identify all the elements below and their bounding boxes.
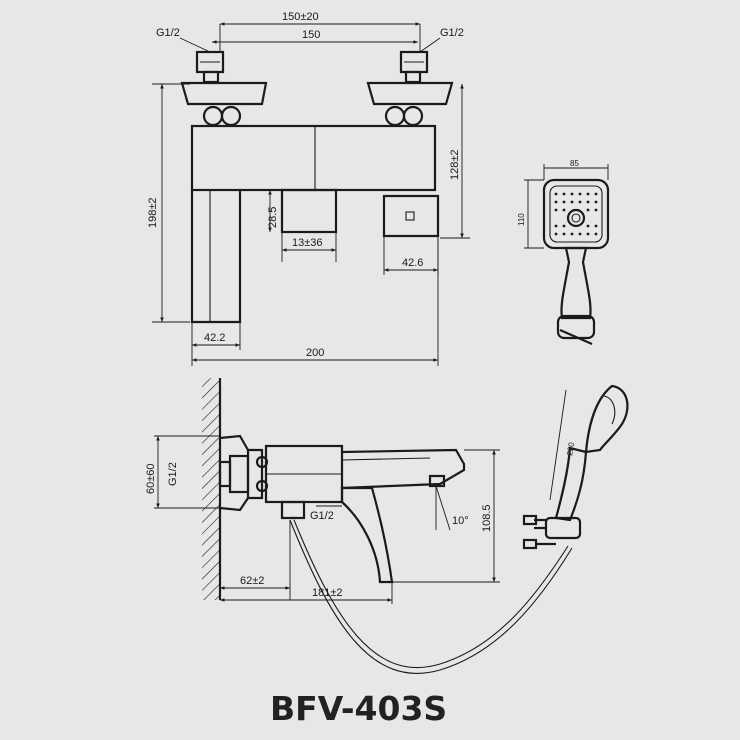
dim-eccentric-label: 60±60 bbox=[145, 463, 157, 494]
dim-center-label: 150 bbox=[302, 29, 320, 41]
dim-spout-height-label: 28.5 bbox=[267, 207, 279, 228]
hand-shower-height-label: 110 bbox=[517, 213, 526, 226]
dim-base-width-label: 42.2 bbox=[204, 332, 225, 344]
thread-outlet-label: G1/2 bbox=[310, 510, 334, 522]
dim-spout-width-label: 13±36 bbox=[292, 237, 323, 249]
angle-label: 10° bbox=[452, 515, 469, 527]
hand-shower-length-label: 220 bbox=[565, 441, 576, 456]
dim-total-width-label: 200 bbox=[306, 347, 324, 359]
dim-overall-center-label: 150±20 bbox=[282, 11, 319, 23]
mixer-body bbox=[190, 124, 440, 324]
side-view: 60±60 G1/2 G1/2 108.5 10° 62±2 181±2 bbox=[145, 378, 573, 674]
dim-height-label: 108.5 bbox=[481, 504, 493, 532]
dim-total-height-label: 198±2 bbox=[147, 197, 159, 228]
thread-right-label: G1/2 bbox=[440, 27, 464, 39]
dim-handle-width-label: 42.6 bbox=[402, 257, 423, 269]
front-view: 150±20 150 G1/2 G1/2 bbox=[147, 11, 470, 366]
thread-inlet-label: G1/2 bbox=[167, 462, 179, 486]
top-dimensions: 150±20 150 G1/2 G1/2 bbox=[156, 11, 464, 53]
thread-left-label: G1/2 bbox=[156, 27, 180, 39]
dim-wall-label: 62±2 bbox=[240, 575, 264, 587]
dim-reach-label: 181±2 bbox=[312, 587, 343, 599]
hand-shower-front: 85 110 bbox=[517, 159, 610, 346]
model-number: BFV-403S bbox=[270, 689, 447, 728]
hand-shower-width-label: 85 bbox=[570, 159, 579, 168]
wall-hatching bbox=[202, 378, 220, 600]
dim-upper-height-label: 128±2 bbox=[449, 149, 461, 180]
hand-shower-side: 220 bbox=[522, 384, 629, 550]
left-inlet-fitting bbox=[180, 50, 268, 127]
front-horizontal-dimensions: 13±36 42.6 42.2 200 bbox=[191, 232, 439, 366]
front-vertical-dimensions: 198±2 128±2 28.5 bbox=[147, 83, 470, 323]
right-inlet-fitting bbox=[366, 50, 454, 127]
